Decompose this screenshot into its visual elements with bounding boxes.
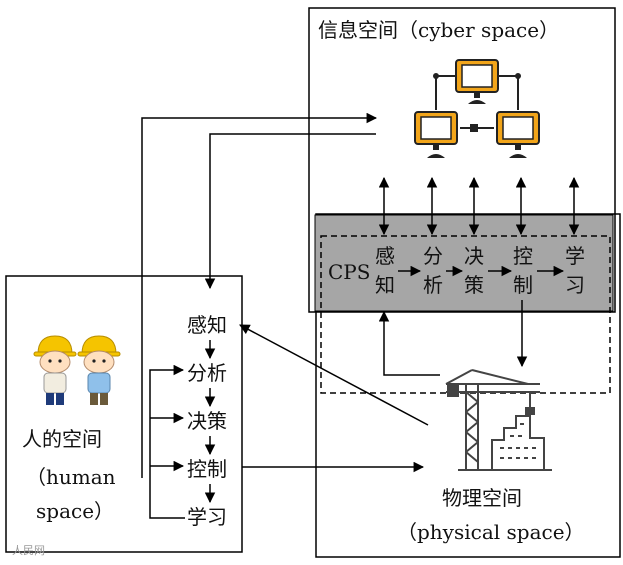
physical-space-box: [315, 213, 621, 558]
computer-right-icon: [496, 111, 540, 158]
human-space-box: [5, 275, 243, 553]
worker-figure-1-icon: [33, 335, 77, 405]
cps-stage-2-line1: 分: [423, 244, 443, 268]
human-step-control: 控制: [187, 457, 227, 481]
cps-label: CPS: [328, 260, 370, 284]
cyber-space-box: [308, 7, 616, 313]
human-cyber-connectors: [141, 112, 429, 478]
crane-building-icon: [445, 369, 552, 471]
human-step-analyze: 分析: [187, 361, 227, 385]
cps-stage-1-line2: 知: [375, 273, 395, 297]
human-space-title-en-2: space）: [36, 499, 114, 523]
human-space-title-cn: 人的空间: [22, 427, 102, 451]
cps-stage-4-line2: 制: [513, 273, 533, 297]
cps-stage-3-line1: 决: [464, 244, 484, 268]
computer-top-icon: [455, 59, 499, 104]
cps-stage-5-line2: 习: [565, 273, 585, 297]
cps-band: [314, 214, 614, 312]
worker-figure-2-icon: [77, 335, 121, 405]
computer-left-icon: [414, 111, 458, 158]
watermark: 人民网: [12, 544, 45, 557]
physical-space-title-cn: 物理空间: [442, 486, 522, 510]
cyber-cps-arrows: [378, 176, 580, 236]
physical-space-title-en: （physical space）: [397, 520, 585, 544]
cyber-space-title: 信息空间（cyber space）: [318, 18, 559, 42]
computer-network-icon: [414, 59, 540, 158]
human-step-learn: 学习: [187, 505, 227, 529]
human-step-sense: 感知: [187, 313, 227, 337]
cps-stage-5-line1: 学: [565, 244, 585, 268]
human-space-title-en-1: （human: [26, 465, 116, 489]
human-flow-arrows: [149, 340, 216, 519]
cps-physical-arrows: [378, 300, 528, 376]
cps-stage-2-line2: 析: [423, 273, 443, 297]
human-step-decide: 决策: [187, 409, 227, 433]
cps-stage-3-line2: 策: [464, 273, 484, 297]
cps-stage-4-line1: 控: [513, 244, 533, 268]
cps-stage-1-line1: 感: [375, 244, 395, 268]
